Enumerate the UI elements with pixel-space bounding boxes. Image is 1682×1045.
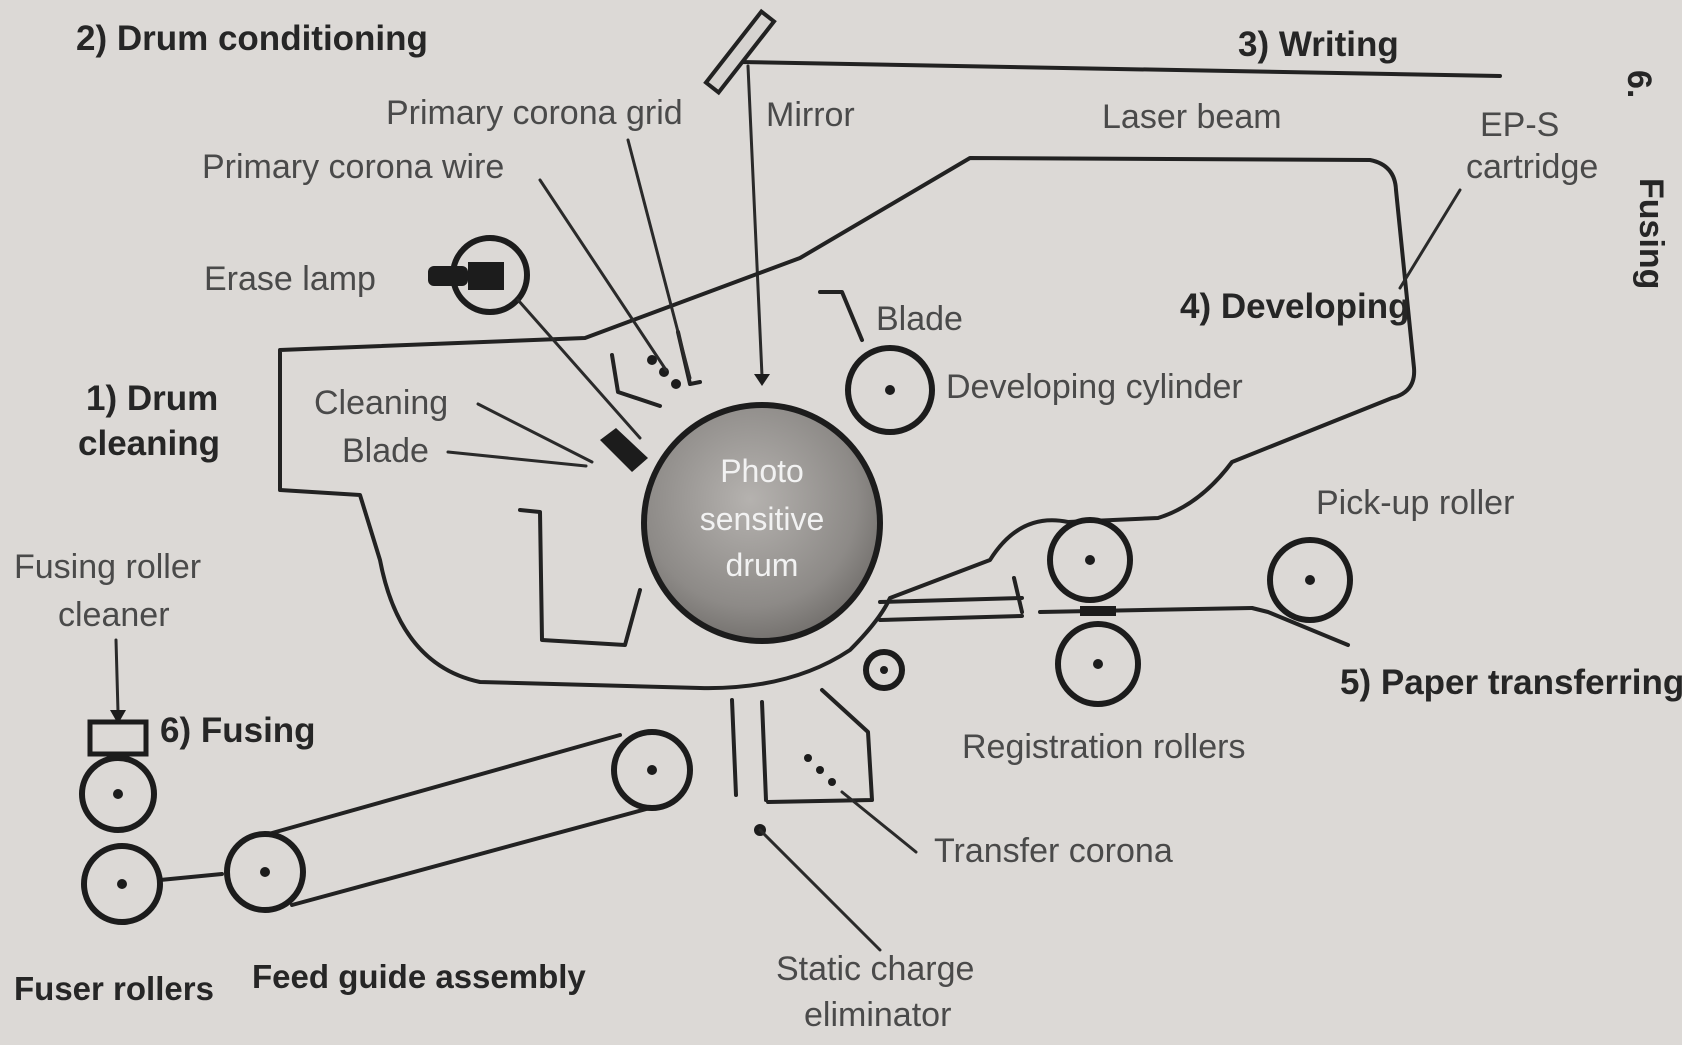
- pickup-tray-line: [1250, 606, 1350, 647]
- label-developing-cylinder: Developing cylinder: [946, 368, 1243, 406]
- writing-line: [738, 60, 1502, 78]
- step-drum-cleaning-line1: 1) Drum: [86, 379, 218, 418]
- label-primary-corona-wire: Primary corona wire: [202, 148, 504, 186]
- label-blade-cleaning: Blade: [342, 432, 429, 470]
- primary-corona-housing: [610, 353, 662, 408]
- blade-pointer: [446, 450, 588, 468]
- step-developing: 4) Developing: [1180, 287, 1409, 326]
- erase-lamp-icon: [428, 235, 530, 315]
- photosensitive-drum: [641, 402, 883, 644]
- transfer-corona-pointer: [840, 790, 918, 854]
- step-drum-conditioning: 2) Drum conditioning: [76, 19, 428, 58]
- label-transfer-corona: Transfer corona: [934, 832, 1173, 870]
- transfer-corona-housing: [766, 688, 874, 804]
- drum-label-line2: sensitive: [700, 501, 825, 537]
- page-margin-word: Fusing: [1632, 178, 1670, 289]
- waste-hopper: [518, 508, 642, 647]
- fusing-roller-cleaner: [87, 719, 149, 757]
- cleaning-blade: [600, 428, 648, 472]
- erase-lamp-beam: [516, 298, 642, 440]
- static-eliminator-pointer: [758, 828, 882, 952]
- label-erase-lamp: Erase lamp: [204, 260, 376, 298]
- drum-label-line1: Photo: [720, 453, 804, 489]
- ep-s-pointer: [1398, 188, 1462, 290]
- mirror-icon: [703, 8, 777, 96]
- primary-corona-grid-pointer: [626, 138, 692, 380]
- label-fuser-rollers: Fuser rollers: [14, 970, 214, 1007]
- cleaning-pointer: [476, 402, 594, 464]
- label-static-charge-line1: Static charge: [776, 950, 974, 988]
- label-ep-s-line2: cartridge: [1466, 148, 1598, 186]
- step-paper-transferring: 5) Paper transferring: [1340, 663, 1682, 702]
- label-fusing-roller-cleaner-line2: cleaner: [58, 596, 170, 634]
- laser-beam-line: [746, 64, 764, 378]
- step-writing: 3) Writing: [1238, 25, 1399, 64]
- label-cleaning: Cleaning: [314, 384, 448, 422]
- label-mirror: Mirror: [766, 96, 855, 134]
- label-registration-rollers: Registration rollers: [962, 728, 1245, 766]
- developer-blade: [818, 290, 864, 342]
- page-margin-number: 6.: [1620, 70, 1658, 98]
- label-fusing-roller-cleaner-line1: Fusing roller: [14, 548, 201, 586]
- label-ep-s-line1: EP-S: [1480, 106, 1559, 144]
- drum-label-line3: drum: [726, 547, 799, 583]
- paper-path-line: [1038, 606, 1254, 614]
- label-pick-up-roller: Pick-up roller: [1316, 484, 1514, 522]
- ep-s-cartridge-outline: [278, 156, 1417, 691]
- static-charge-eliminator-plate: [730, 698, 738, 797]
- label-feed-guide-assembly: Feed guide assembly: [252, 958, 586, 995]
- primary-corona-wire-pointer: [538, 178, 668, 372]
- step-fusing: 6) Fusing: [160, 711, 316, 750]
- step-drum-cleaning-line2: cleaning: [78, 424, 220, 463]
- label-static-charge-line2: eliminator: [804, 996, 951, 1034]
- fusing-roller-cleaner-pointer: [114, 638, 120, 714]
- label-laser-beam: Laser beam: [1102, 98, 1282, 136]
- label-blade-developer: Blade: [876, 300, 963, 338]
- label-primary-corona-grid: Primary corona grid: [386, 94, 683, 132]
